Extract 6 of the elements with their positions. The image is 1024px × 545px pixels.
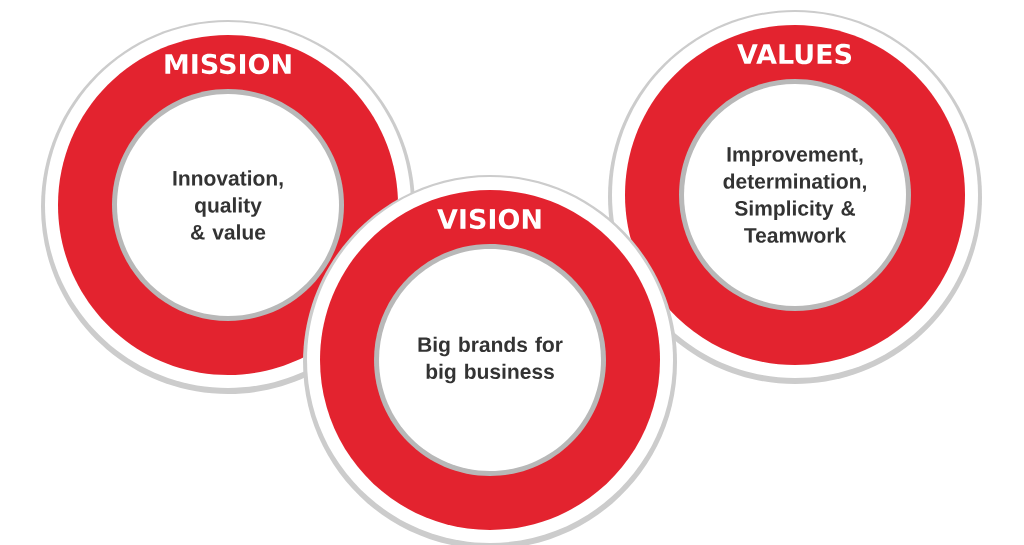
body-text: Big brands for big business: [418, 336, 563, 384]
ring-title: VISION: [437, 208, 541, 230]
ring-title: VALUES: [737, 43, 852, 65]
body-text: Innovation, quality & value: [173, 170, 283, 240]
ring-title: MISSION: [165, 53, 291, 75]
body-text: Improvement, determination, Simplicity & Teamwork: [723, 147, 866, 243]
